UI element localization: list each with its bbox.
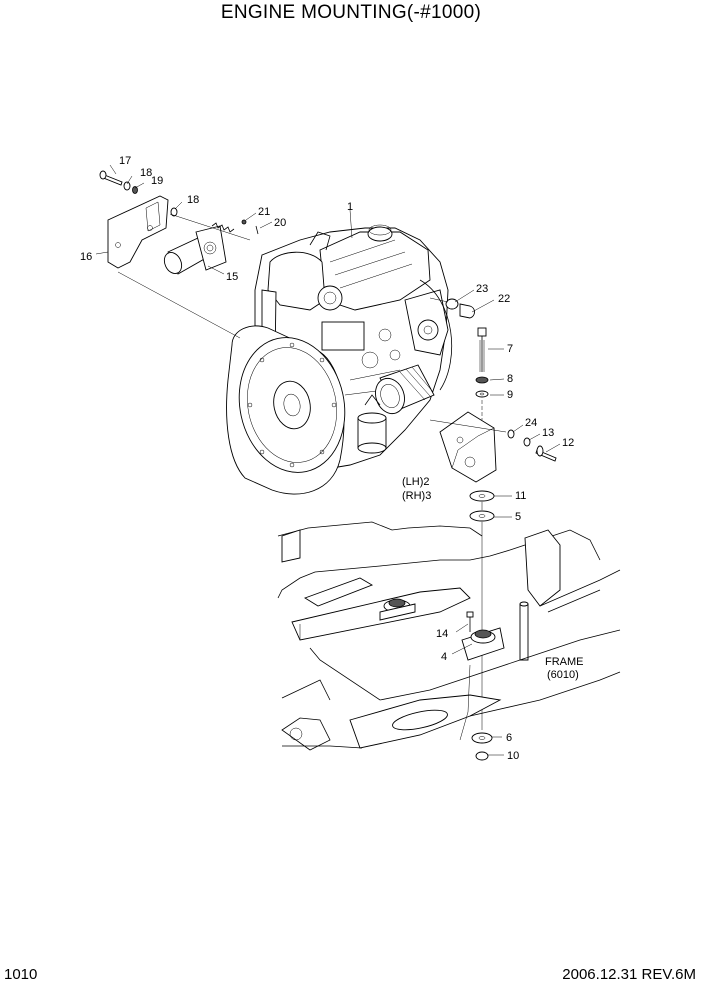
- callout-10: 10: [507, 750, 519, 762]
- callout-leaders: [95, 164, 561, 756]
- frame-label: FRAME: [545, 656, 584, 668]
- stop-solenoid-assembly: [99, 170, 259, 275]
- callout-13: 13: [542, 427, 554, 439]
- callout-17: 17: [119, 155, 131, 167]
- callout-12: 12: [562, 437, 574, 449]
- callout-23: 23: [476, 283, 488, 295]
- revision-label: 2006.12.31 REV.6M: [562, 966, 696, 983]
- label-rh: (RH)3: [402, 490, 431, 502]
- callout-6: 6: [506, 732, 512, 744]
- callout-18-upper: 18: [140, 167, 152, 179]
- callout-11: 11: [515, 490, 526, 502]
- frame-code: (6010): [547, 669, 579, 681]
- callout-24: 24: [525, 417, 537, 429]
- callout-18-lower: 18: [187, 194, 199, 206]
- label-lh: (LH)2: [402, 476, 430, 488]
- page-title: ENGINE MOUNTING(-#1000): [220, 2, 482, 23]
- engine-assembly: [226, 224, 453, 495]
- right-mount-hardware: [439, 298, 557, 761]
- callout-16: 16: [80, 251, 92, 263]
- callout-8: 8: [507, 373, 513, 385]
- callout-22: 22: [498, 293, 510, 305]
- callout-20: 20: [274, 217, 286, 229]
- assembly-guide-lines: [117, 213, 507, 433]
- callout-21: 21: [258, 206, 270, 218]
- callout-9: 9: [507, 389, 513, 401]
- callout-14: 14: [436, 628, 448, 640]
- callout-15: 15: [226, 271, 238, 283]
- frame-structure: [277, 521, 621, 751]
- callout-7: 7: [507, 343, 513, 355]
- page-number: 1010: [4, 966, 38, 983]
- callout-5: 5: [515, 511, 521, 523]
- callout-19: 19: [151, 175, 163, 187]
- callout-1: 1: [347, 201, 353, 213]
- callout-4: 4: [441, 651, 447, 663]
